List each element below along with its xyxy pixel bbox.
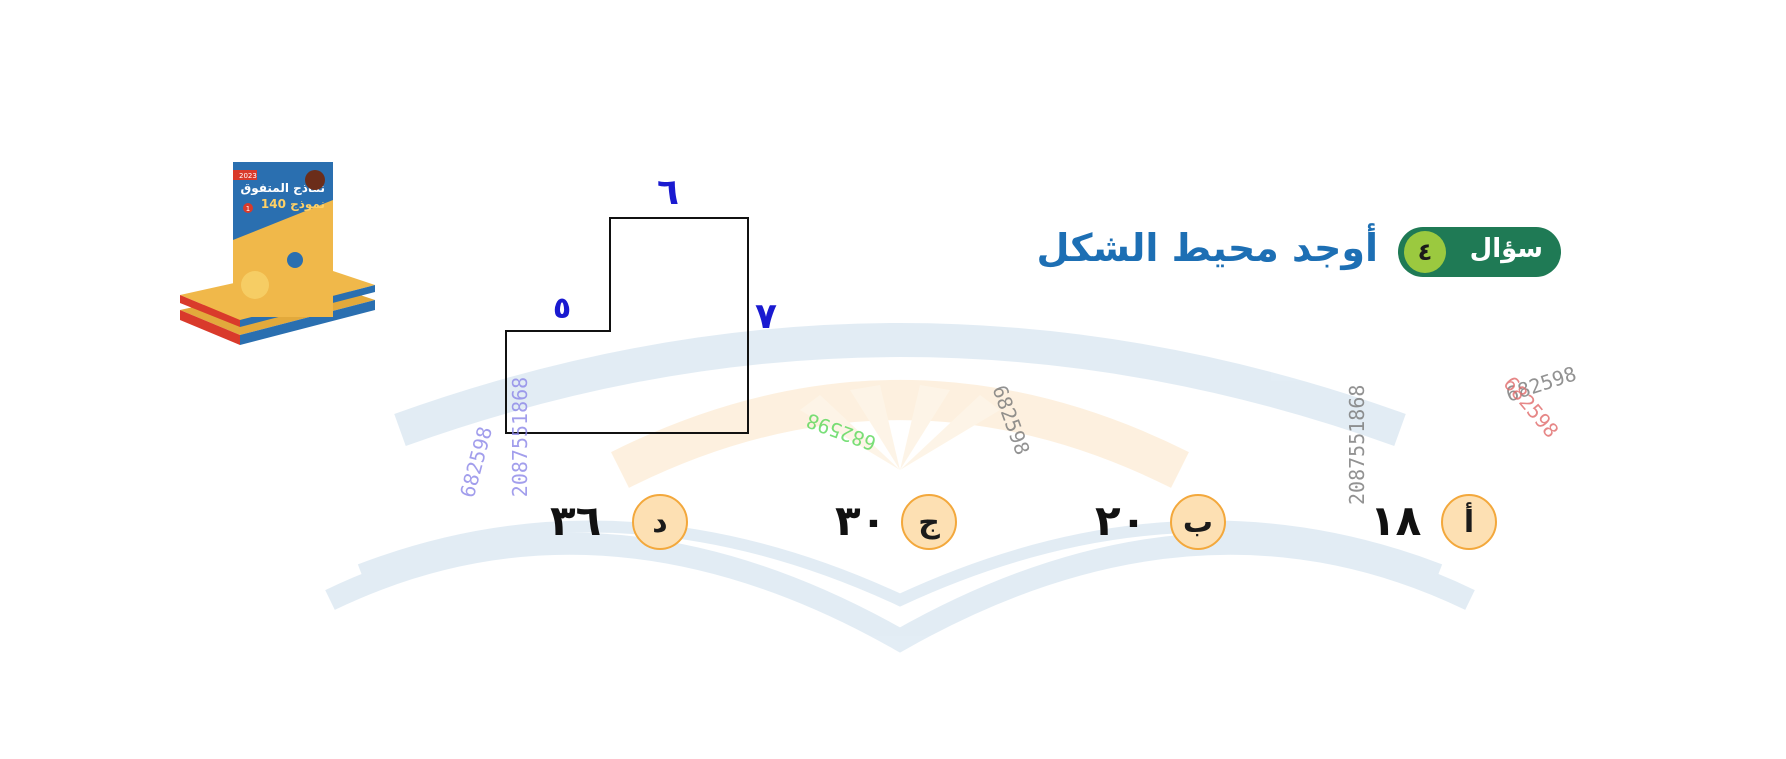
option-b-letter: ب: [1170, 494, 1226, 550]
watermark-phone: 2087551868: [1345, 384, 1369, 505]
question-number: ٤: [1404, 231, 1446, 273]
figure-top-label: ٦: [657, 172, 679, 213]
option-c-letter: ج: [901, 494, 957, 550]
l-shape-outline: [505, 217, 749, 434]
book-year: 2023: [239, 172, 257, 180]
watermark-phone: 2087551868: [508, 376, 533, 498]
figure-right-label: ٧: [755, 296, 777, 337]
book-cover-icon: 2023 نماذج المتفوق 140 نموذج 1: [180, 162, 375, 345]
l-shape-figure: ٦ ٧ ٥: [505, 172, 777, 434]
question-slide: [170, 140, 1615, 680]
book-badge: 1: [246, 205, 250, 213]
question-label: سؤال: [1469, 234, 1543, 264]
option-b-value: ٢٠: [1095, 496, 1147, 545]
option-d[interactable]: د ٣٦: [550, 494, 730, 550]
option-d-letter: د: [632, 494, 688, 550]
question-badge: سؤال ٤: [1398, 227, 1561, 277]
book-subtitle: 140 نموذج: [261, 197, 325, 212]
question-text: أوجد محيط الشكل: [1036, 226, 1378, 270]
option-c-value: ٣٠: [835, 496, 887, 545]
option-d-value: ٣٦: [550, 496, 602, 545]
figure-step-label: ٥: [553, 291, 571, 326]
option-a[interactable]: أ ١٨: [1370, 494, 1550, 550]
option-a-value: ١٨: [1370, 496, 1422, 545]
book-title: نماذج المتفوق: [241, 181, 326, 196]
option-a-letter: أ: [1441, 494, 1497, 550]
option-b[interactable]: ب ٢٠: [1095, 494, 1275, 550]
option-c[interactable]: ج ٣٠: [835, 494, 1015, 550]
